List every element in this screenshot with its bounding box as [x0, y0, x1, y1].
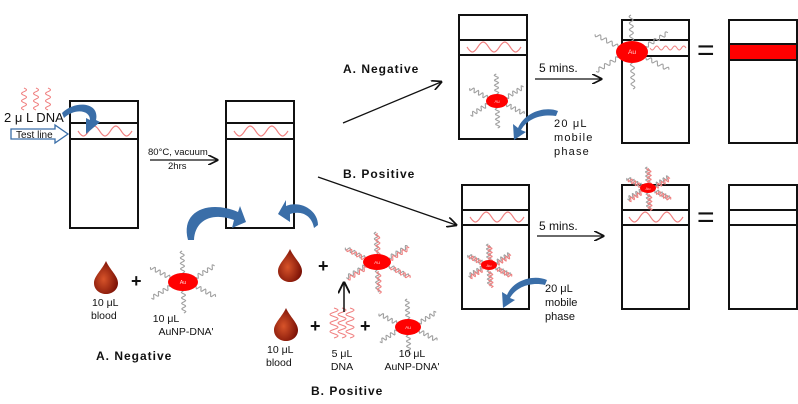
neg-probe-volume: 10 μL	[153, 313, 180, 325]
condition-label: 80°C, vacuum	[148, 147, 208, 158]
strip-positive-start	[461, 184, 530, 310]
gold-nanoparticle-icon	[168, 273, 198, 291]
svg-text:Au: Au	[405, 325, 411, 331]
svg-text:Au: Au	[646, 186, 651, 191]
strip-positive-result	[728, 184, 798, 310]
gold-nanoparticle-icon	[481, 260, 497, 270]
negative-mobile-label: mobile	[554, 132, 594, 144]
positive-mobile-arrow	[502, 277, 547, 308]
capture-dna	[233, 125, 289, 137]
strip-negative-start	[458, 14, 528, 140]
pos-blood-label: blood	[266, 357, 292, 369]
negative-time-label: 5 mins.	[539, 61, 578, 75]
pos-plus-3: +	[360, 316, 371, 336]
svg-text:Au: Au	[487, 263, 492, 268]
dna-strand	[20, 87, 28, 111]
neg-blood-label: blood	[91, 310, 117, 322]
aunp-dna-probe: Au	[149, 250, 217, 314]
neg-plus: +	[131, 271, 142, 291]
strip-dried	[225, 100, 295, 229]
strip-positive-run	[621, 184, 690, 310]
neg-mix-title: A. Negative	[96, 349, 172, 363]
pos-probe-volume: 10 μL	[399, 348, 426, 360]
positive-branch-title: B. Positive	[343, 167, 415, 181]
neg-blood-volume: 10 μL	[92, 297, 119, 309]
aunp-hybridized: Au	[344, 231, 411, 294]
test-band	[729, 44, 797, 60]
pos-blood-volume: 10 μL	[267, 344, 294, 356]
dna-strand	[44, 87, 52, 111]
pos-plus-2: +	[310, 316, 321, 336]
positive-branch-arrow	[317, 176, 456, 225]
negative-branch-arrow	[342, 82, 441, 124]
dna-label: 2 μ L DNA	[4, 110, 64, 125]
positive-mobile-volume: 20 μL	[545, 283, 573, 295]
aunp-dna-probe: Au	[469, 73, 525, 129]
aunp-hybridized-migrated: Au	[626, 166, 672, 212]
positive-load-arrow	[278, 200, 318, 228]
svg-text:Au: Au	[180, 280, 187, 286]
blood-drop-icon	[278, 249, 302, 282]
positive-equals: =	[697, 201, 715, 234]
pos-mix-title: B. Positive	[311, 384, 383, 398]
aunp-hybridized: Au	[467, 243, 513, 289]
dna-strand	[329, 307, 339, 339]
negative-equals: =	[697, 34, 715, 67]
negative-phase-label: phase	[554, 146, 590, 158]
test-line-label: Test line	[16, 130, 53, 141]
capture-dna	[77, 125, 133, 137]
dna-strand	[32, 87, 40, 111]
aunp-dna-probe: Au	[378, 298, 438, 356]
strip-negative-result	[728, 19, 798, 144]
capture-dna	[466, 41, 522, 53]
negative-load-arrow	[186, 206, 246, 240]
strip-initial	[69, 100, 139, 229]
svg-text:Au: Au	[494, 99, 500, 104]
negative-branch-title: A. Negative	[343, 62, 419, 76]
test-line-pointer	[10, 123, 70, 145]
negative-mobile-arrow	[513, 109, 558, 140]
capture-dna	[469, 211, 525, 223]
dna-strand	[345, 307, 355, 339]
gold-nanoparticle-icon	[616, 41, 648, 63]
pos-dna-label: DNA	[331, 361, 353, 373]
capture-dna	[649, 45, 687, 51]
positive-mobile-label: mobile	[545, 297, 577, 309]
neg-probe-label: AuNP-DNA'	[158, 326, 213, 338]
positive-phase-label: phase	[545, 311, 575, 323]
blood-drop-icon	[94, 261, 118, 294]
gold-nanoparticle-icon	[363, 254, 391, 270]
duration-label: 2hrs	[168, 161, 187, 172]
dna-deposit-arrow	[62, 104, 100, 134]
gold-nanoparticle-icon	[640, 183, 656, 193]
pos-plus-1: +	[318, 256, 329, 276]
pos-probe-label: AuNP-DNA'	[384, 361, 439, 373]
svg-text:Au: Au	[374, 260, 380, 266]
capture-dna	[628, 211, 684, 223]
aunp-captured-negative: Au	[594, 14, 670, 90]
blood-drop-icon	[274, 308, 298, 341]
curved-arrows	[62, 104, 558, 308]
svg-text:Au: Au	[628, 49, 636, 56]
dna-strand	[337, 307, 347, 339]
gold-nanoparticle-icon	[395, 319, 421, 335]
positive-time-label: 5 mins.	[539, 219, 578, 233]
pos-dna-volume: 5 μL	[332, 348, 353, 360]
negative-mobile-volume: 20 μL	[554, 118, 588, 130]
gold-nanoparticle-icon	[486, 94, 508, 108]
